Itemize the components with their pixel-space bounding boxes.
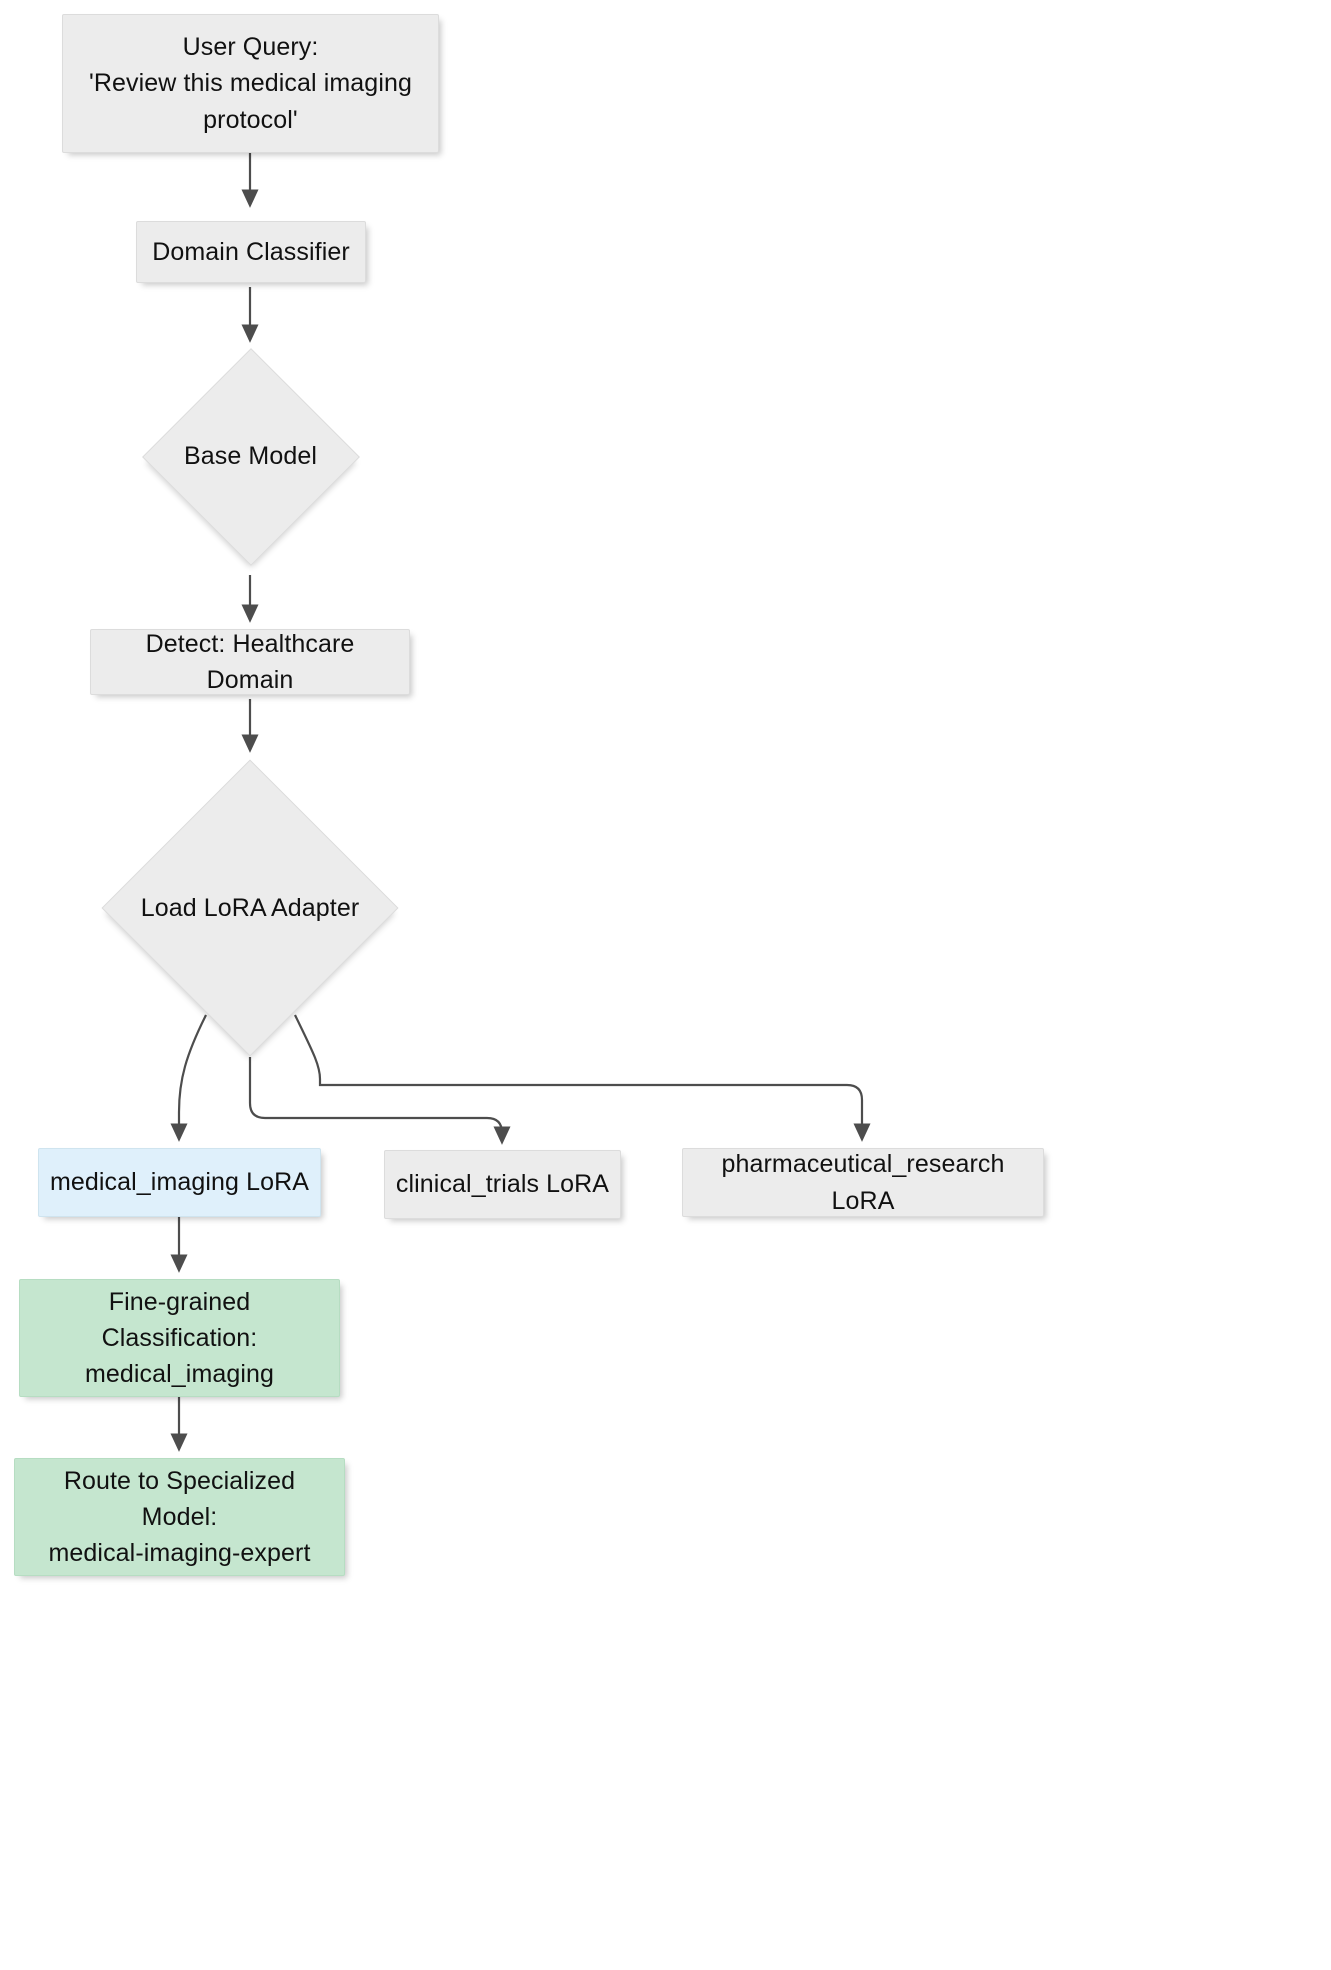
node-fine-grained-classification-label: Fine-grained Classification: medical_ima… <box>84 1287 275 1389</box>
node-medical-imaging-lora[interactable]: medical_imaging LoRA <box>38 1148 321 1217</box>
node-pharmaceutical-research-lora[interactable]: pharmaceutical_research LoRA <box>682 1148 1044 1217</box>
node-domain-classifier-label: Domain Classifier <box>152 237 350 266</box>
node-user-query-label: User Query: 'Review this medical imaging… <box>89 33 412 134</box>
node-pharmaceutical-research-lora-label: pharmaceutical_research LoRA <box>721 1150 1005 1215</box>
node-base-model[interactable]: Base Model <box>141 347 360 566</box>
node-route-to-specialized-model[interactable]: Route to Specialized Model: medical-imag… <box>14 1458 345 1576</box>
node-detect-healthcare-domain[interactable]: Detect: Healthcare Domain <box>90 629 410 695</box>
node-route-to-specialized-model-label: Route to Specialized Model: medical-imag… <box>48 1466 311 1568</box>
node-load-lora-adapter[interactable]: Load LoRA Adapter <box>101 759 399 1057</box>
node-load-lora-adapter-label: Load LoRA Adapter <box>140 893 360 922</box>
node-medical-imaging-lora-label: medical_imaging LoRA <box>49 1168 310 1197</box>
edge-load-lora-adapter-to-clinical-trials-lora <box>248 1057 511 1145</box>
node-fine-grained-classification[interactable]: Fine-grained Classification: medical_ima… <box>19 1279 340 1397</box>
node-clinical-trials-lora[interactable]: clinical_trials LoRA <box>384 1150 621 1219</box>
node-domain-classifier[interactable]: Domain Classifier <box>136 221 366 283</box>
node-detect-healthcare-domain-label: Detect: Healthcare Domain <box>145 629 355 694</box>
node-user-query[interactable]: User Query: 'Review this medical imaging… <box>62 14 439 153</box>
node-clinical-trials-lora-label: clinical_trials LoRA <box>395 1170 610 1199</box>
node-base-model-label: Base Model <box>183 442 318 471</box>
